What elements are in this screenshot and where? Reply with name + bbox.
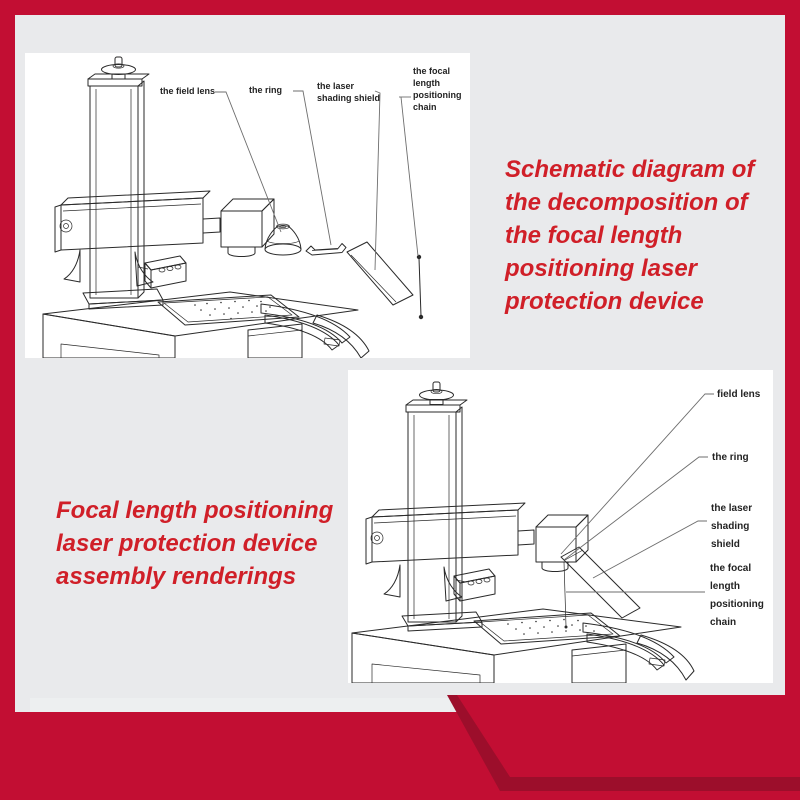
left-gusset (63, 249, 81, 283)
right-gusset (443, 566, 463, 602)
field-lens-leader (215, 91, 282, 233)
right-gusset (134, 251, 154, 287)
field-lens-label: field lens (717, 389, 761, 400)
shield-label-line2: shading (711, 521, 749, 532)
ring-leader (293, 90, 332, 246)
shield-leader (592, 520, 707, 579)
part-labels: field lens the ring the laser shading sh… (710, 389, 764, 628)
chain-label-line1: the focal (413, 66, 450, 76)
machine-drawing (351, 381, 695, 683)
adjustment-knob (419, 381, 454, 405)
shield-label-line1: the laser (711, 503, 752, 514)
shield-label-line2: shading shield (317, 93, 380, 103)
assembled-view-diagram: field lens the ring the laser shading sh… (351, 381, 764, 683)
field-lens-label: the field lens (160, 86, 215, 96)
control-pendant (453, 568, 496, 602)
chain-label-line2: length (413, 78, 440, 88)
leader-lines (215, 90, 419, 271)
galvo-head (535, 514, 589, 572)
lift-column (87, 73, 150, 299)
caption-line: laser protection device (56, 530, 318, 557)
leader-lines (560, 393, 714, 593)
work-table (473, 612, 621, 645)
shading-shield-part (346, 241, 414, 306)
chain-label-line3: positioning (413, 90, 462, 100)
background-light-strip (30, 698, 450, 712)
caption-line: protection device (505, 288, 704, 315)
adjustment-knob (101, 56, 136, 80)
column-base (82, 288, 164, 310)
ring-label: the ring (712, 452, 749, 463)
caption-line: the decomposition of (505, 189, 748, 216)
chain-leader (400, 96, 419, 257)
curved-front (571, 622, 695, 683)
shield-label-line1: the laser (317, 81, 355, 91)
caption-line: Schematic diagram of (505, 156, 755, 183)
shading-shield-attached (560, 546, 641, 619)
shield-leader (374, 90, 381, 271)
top-caption: Schematic diagram of the decomposition o… (505, 153, 785, 318)
caption-line: Focal length positioning (56, 497, 334, 524)
left-gusset (383, 564, 401, 598)
field-lens-part (264, 223, 302, 256)
chain-label-line1: the focal (710, 563, 751, 574)
bottom-caption: Focal length positioning laser protectio… (56, 494, 356, 593)
ring-part (305, 243, 347, 256)
chain-label-line2: length (710, 581, 740, 592)
ring-leader (563, 456, 708, 561)
exploded-parts (264, 223, 424, 320)
shield-label-line3: shield (711, 539, 740, 550)
curved-front (247, 303, 370, 358)
lift-column (405, 399, 468, 623)
cabinet (351, 608, 682, 683)
laser-arm (365, 502, 535, 565)
chain-label-line4: chain (413, 102, 437, 112)
part-labels: the field lens the ring the laser shadin… (160, 66, 462, 112)
positioning-chain-attached (563, 561, 568, 629)
field-lens-leader (560, 393, 714, 555)
chain-label-line3: positioning (710, 599, 764, 610)
work-table (157, 294, 300, 326)
exploded-view-diagram: the field lens the ring the laser shadin… (42, 56, 462, 358)
caption-line: the focal length (505, 222, 683, 249)
cabinet (42, 291, 359, 358)
machine-drawing (42, 56, 370, 358)
chain-label-line4: chain (710, 617, 736, 628)
positioning-chain-part (416, 254, 424, 320)
ring-label: the ring (249, 85, 282, 95)
assembled-view-panel: field lens the ring the laser shading sh… (348, 370, 773, 683)
caption-line: assembly renderings (56, 563, 297, 590)
exploded-view-panel: the field lens the ring the laser shadin… (25, 53, 470, 358)
laser-arm (54, 190, 221, 253)
caption-line: positioning laser (505, 255, 698, 282)
control-pendant (137, 255, 187, 289)
